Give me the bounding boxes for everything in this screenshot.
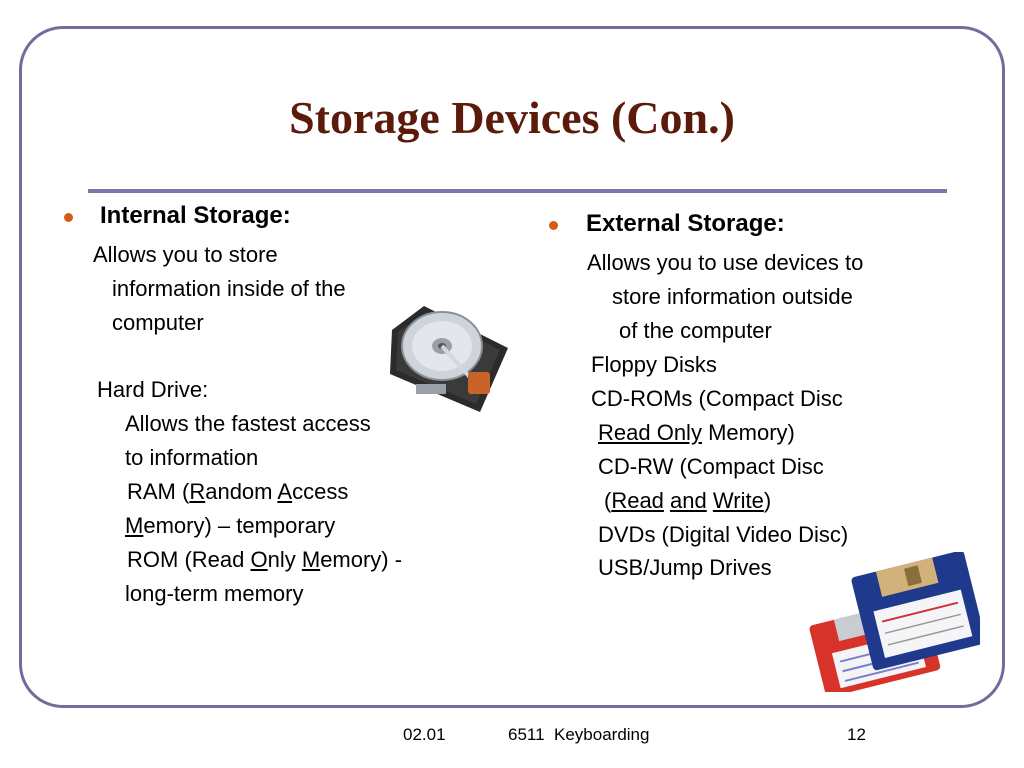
external-bullet-icon [549, 221, 558, 230]
footer-date: 02.01 [403, 725, 446, 744]
ram-text: emory) – temporary [143, 513, 336, 538]
rom-text: ROM (Read [127, 547, 251, 572]
cdrom-line-2: Read Only Memory) [598, 418, 795, 448]
cdrw-line-2: (Read and Write) [604, 486, 771, 516]
ram-letter-r: R [189, 479, 206, 504]
hard-drive-desc-line: to information [125, 445, 259, 470]
external-desc-line: store information outside [612, 284, 853, 309]
ram-letter-m: M [125, 513, 144, 538]
cdrom-line: CD-ROMs (Compact Disc [591, 386, 843, 411]
hard-drive-desc-line: Allows the fastest access [125, 411, 371, 436]
floppy-disks-icon [809, 552, 980, 692]
slide-title: Storage Devices (Con.) [289, 92, 735, 143]
cdrom-read-only: Read Only [598, 420, 702, 445]
cdrw-text: ( [604, 488, 612, 513]
internal-desc-line: Allows you to store [93, 242, 278, 267]
title-divider [88, 189, 947, 193]
ram-line-2: Memory) – temporary [125, 511, 335, 541]
ram-line: RAM (Random Access [127, 477, 348, 507]
cdrom-text: Memory) [701, 420, 795, 445]
dvd-line: DVDs (Digital Video Disc) [598, 522, 849, 547]
rom-letter-o: O [250, 547, 268, 572]
footer-course: 6511 Keyboarding [508, 725, 650, 744]
internal-desc-line: computer [112, 310, 204, 335]
internal-storage-heading: Internal Storage: [100, 202, 291, 229]
rom-letter-m: M [301, 547, 321, 572]
internal-desc-line: information inside of the [112, 276, 346, 301]
floppy-disks-line: Floppy Disks [591, 352, 717, 377]
cdrw-line: CD-RW (Compact Disc [598, 454, 824, 479]
rom-line-2: long-term memory [125, 581, 304, 606]
internal-bullet-icon [64, 213, 73, 222]
external-desc-line: of the computer [619, 318, 772, 343]
ram-letter-a: A [277, 479, 293, 504]
slide-frame [19, 26, 1005, 708]
external-desc-line: Allows you to use devices to [587, 250, 864, 275]
cdrw-and: and [670, 488, 707, 513]
ram-text: ccess [292, 479, 349, 504]
rom-line: ROM (Read Only Memory) - [127, 545, 402, 575]
cdrw-text: ) [763, 488, 772, 513]
hard-drive-label: Hard Drive: [97, 377, 209, 402]
rom-text: nly [267, 547, 302, 572]
rom-text: emory) - [320, 547, 403, 572]
footer-page-number: 12 [847, 725, 866, 744]
ram-text: RAM ( [127, 479, 190, 504]
ram-text: andom [205, 479, 278, 504]
usb-line: USB/Jump Drives [598, 555, 772, 580]
hard-drive-icon [390, 306, 508, 412]
cdrw-write: Write [712, 488, 764, 513]
external-storage-heading: External Storage: [586, 210, 785, 237]
cdrw-read: Read [611, 488, 664, 513]
